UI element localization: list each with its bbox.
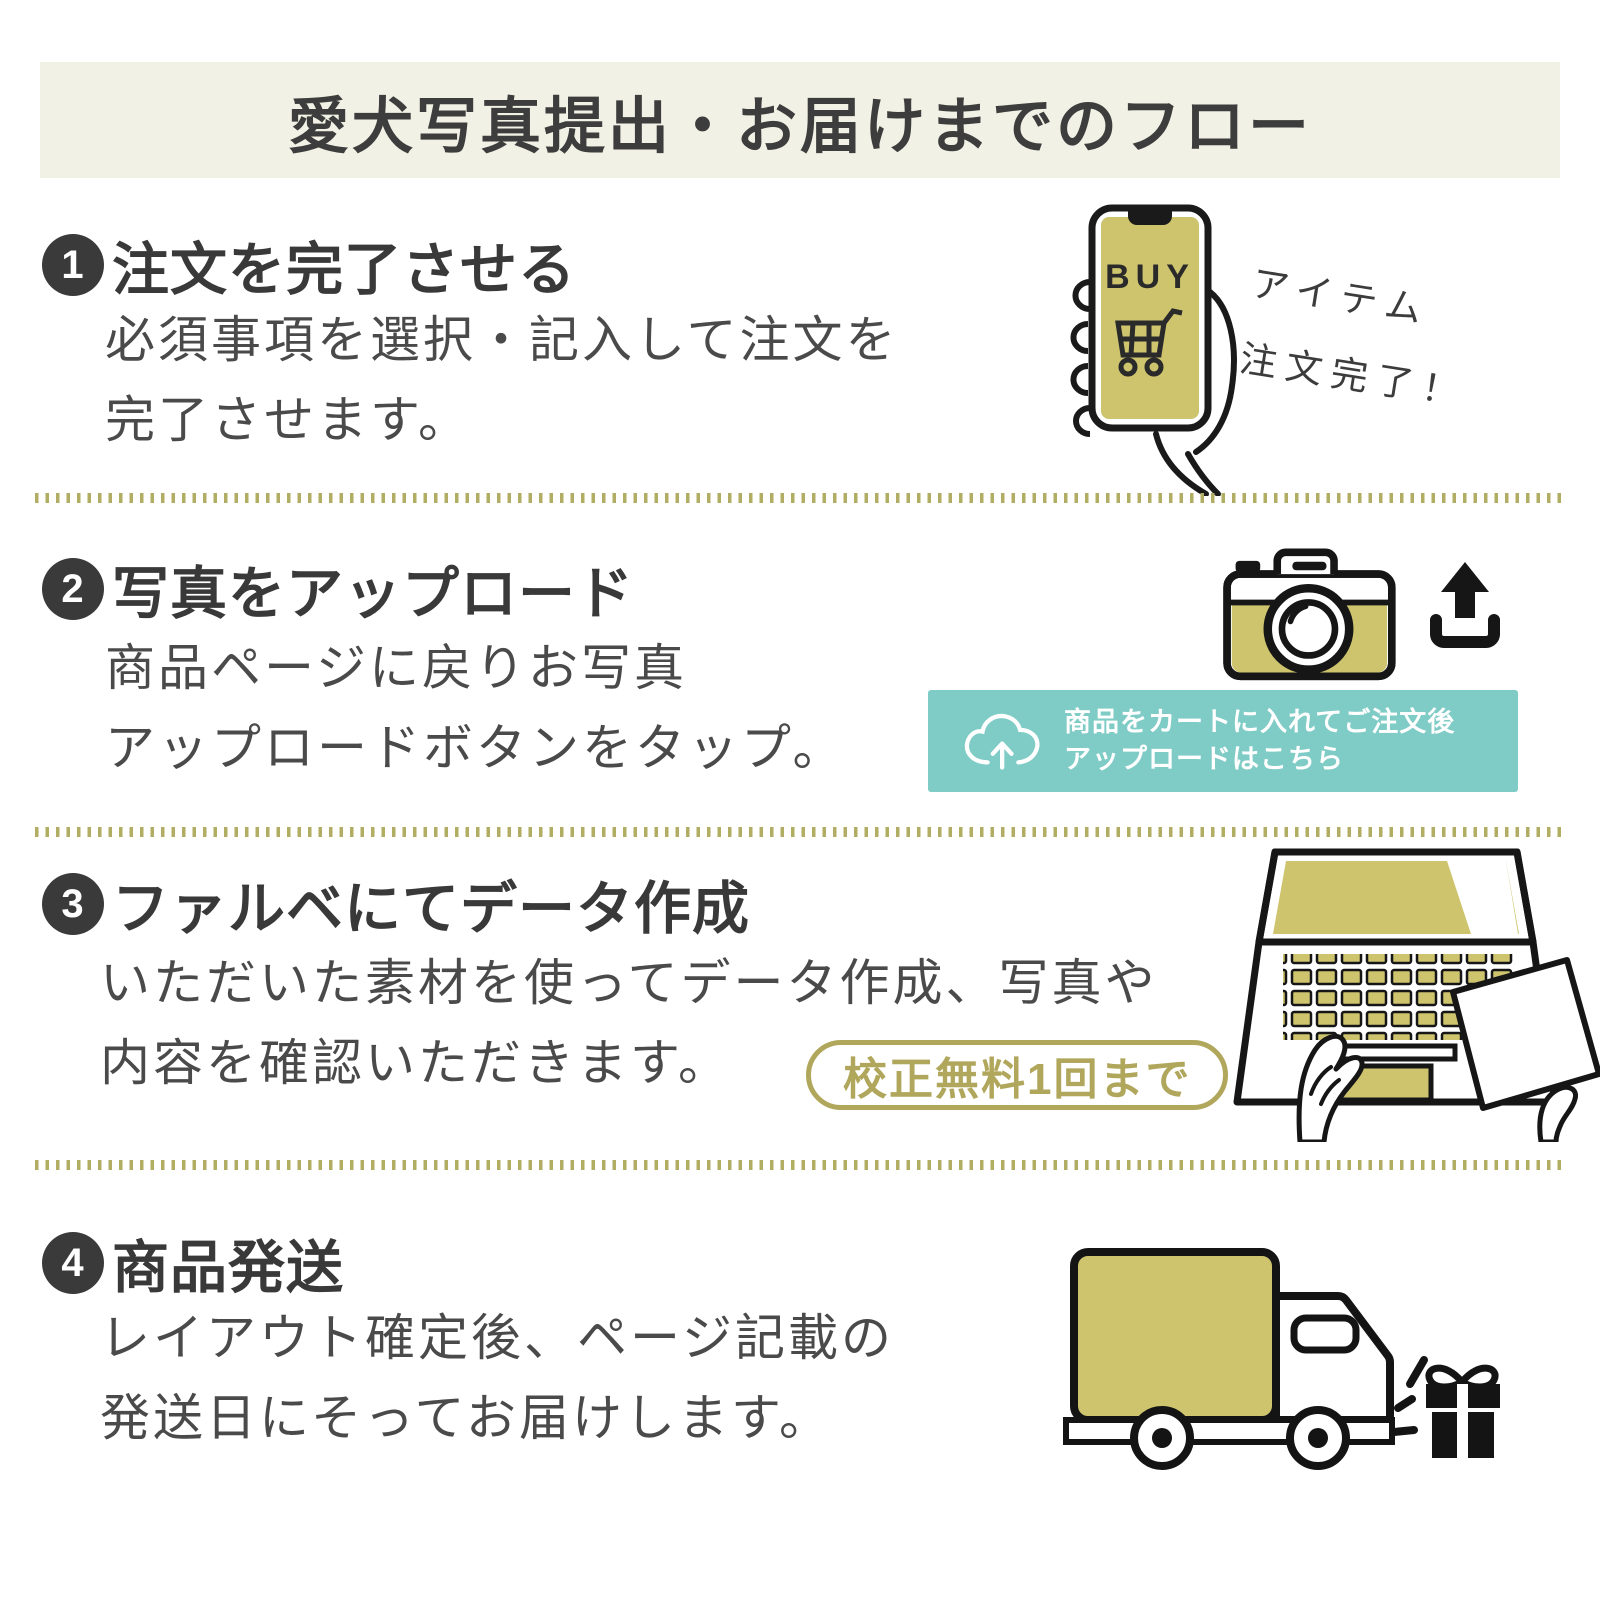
title-banner: 愛犬写真提出・お届けまでのフロー [40,62,1560,178]
gift-box-icon [1425,1364,1500,1458]
step2-description: 商品ページに戻りお写真 アップロードボタンをタップ。 [105,628,846,788]
step4-description: レイアウト確定後、ページ記載の 発送日にそってお届けします。 [100,1298,894,1458]
upload-button-text: 商品をカートに入れてご注文後 アップロードはこちら [1064,704,1455,778]
dotted-divider-1 [35,493,1565,503]
proof-paper [1450,957,1600,1111]
step2-description-line2: アップロードボタンをタップ。 [105,720,846,776]
upload-button-line2: アップロードはこちら [1064,744,1344,774]
dotted-divider-3 [35,1160,1565,1170]
cloud-upload-icon [964,713,1040,770]
free-proof-badge: 校正無料1回まで [806,1040,1229,1110]
step1-heading: 1 注文を完了させる [42,224,576,306]
step3-heading-label: ファルベにてデータ作成 [112,877,750,941]
page-title: 愛犬写真提出・お届けまでのフロー [287,91,1312,160]
step2-number-badge: 2 [42,558,104,620]
step1-description-line2: 完了させます。 [105,392,471,448]
step2-heading: 2 写真をアップロード [42,548,634,630]
cart-icon [1115,308,1183,377]
step3-number-badge: 3 [42,873,104,935]
step4-heading: 4 商品発送 [42,1222,344,1304]
free-proof-badge-label: 校正無料1回まで [843,1055,1192,1104]
holding-hand [1537,1084,1579,1142]
step4-description-line1: レイアウト確定後、ページ記載の [100,1310,894,1366]
smartphone-buy-icon: BUY [1070,204,1237,496]
step1-description-line1: 必須事項を選択・記入して注文を [105,312,899,368]
step1-heading-label: 注文を完了させる [112,238,576,302]
step1-description: 必須事項を選択・記入して注文を 完了させます。 [105,300,899,460]
step2-heading-label: 写真をアップロード [112,562,634,626]
step4-number-badge: 4 [42,1232,104,1294]
step1-number-badge: 1 [42,234,104,296]
step2-description-line1: 商品ページに戻りお写真 [105,640,687,696]
step4-heading-label: 商品発送 [112,1236,344,1300]
dotted-divider-2 [35,827,1565,837]
delivery-truck-icon [1063,1248,1500,1470]
camera-icon [1223,548,1396,681]
phone-screen-buy-label: BUY [1105,258,1195,296]
sparkle-lines [1390,1356,1428,1436]
upload-button-line1: 商品をカートに入れてご注文後 [1064,707,1456,737]
step3-description-line2: 内容を確認いただきます。 [100,1035,731,1091]
upload-icon [1430,562,1500,648]
laptop-proofing-icon [1233,848,1600,1142]
step3-description-line1: いただいた素材を使ってデータ作成、写真や [100,955,1158,1011]
photo-upload-button[interactable]: 商品をカートに入れてご注文後 アップロードはこちら [928,690,1518,792]
step3-heading: 3 ファルベにてデータ作成 [42,863,750,945]
step3-description: いただいた素材を使ってデータ作成、写真や 内容を確認いただきます。 [100,943,1158,1103]
step4-description-line2: 発送日にそってお届けします。 [100,1390,832,1446]
